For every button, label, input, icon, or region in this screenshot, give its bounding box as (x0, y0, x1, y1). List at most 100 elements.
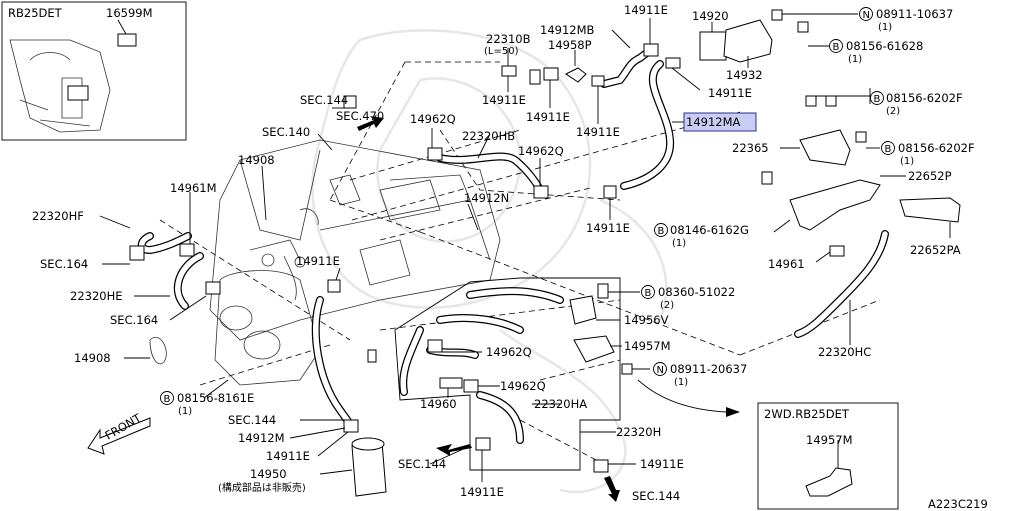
clamp-14961m (179, 243, 195, 257)
label-sec144-b: SEC.144 (228, 413, 276, 427)
b-marker-6-letter: B (164, 394, 171, 405)
label-08156-6202f-a: 08156-6202F (886, 91, 963, 105)
label-14957m: 14957M (624, 339, 671, 353)
label-08911-20637: 08911-20637 (670, 362, 747, 376)
n-marker-1-letter: N (863, 10, 870, 21)
clamp-14911e-9 (475, 437, 491, 451)
inset-bracket-14957m (805, 467, 853, 497)
label-08156-6202f-b-qty: (1) (900, 156, 914, 167)
label-08911-10637-qty: (1) (878, 22, 892, 33)
label-14956v: 14956V (624, 313, 669, 327)
bolt-1 (805, 95, 817, 107)
label-14908-a: 14908 (238, 153, 275, 167)
label-14958p: 14958P (548, 38, 592, 52)
clamp-14911e-8 (343, 419, 359, 433)
label-14932: 14932 (726, 68, 763, 82)
label-14911e-top: 14911E (624, 3, 668, 17)
label-14911e-g: 14911E (266, 449, 310, 463)
label-22320he: 22320HE (70, 289, 123, 303)
part-sec144 (343, 95, 357, 109)
b-marker-2-letter: B (874, 94, 881, 105)
clamp-14911e-2 (543, 67, 559, 81)
label-16599m: 16599M (106, 6, 153, 20)
label-14911e-f: 14911E (296, 254, 340, 268)
arrow-sec144-d (604, 476, 620, 502)
arrow-front (87, 417, 151, 455)
bolt-3 (855, 131, 867, 143)
label-22320hf: 22320HF (32, 209, 84, 223)
label-22320hb: 22320HB (462, 129, 515, 143)
n-marker-2 (653, 362, 667, 376)
arrow-sec470 (357, 116, 384, 131)
label-14911e-d: 14911E (708, 86, 752, 100)
pipe-22310b (529, 69, 541, 85)
label-08156-61628-qty: (1) (848, 54, 862, 65)
fitting-sec164 (205, 281, 221, 295)
label-14911e-e: 14911E (586, 221, 630, 235)
part-labels: 22310B (L=50) 14912MB 14958P 14911E 1492… (32, 3, 988, 511)
label-sec144-c: SEC.144 (398, 457, 446, 471)
clamp-14962q-1 (427, 147, 443, 161)
arrow-to-inset (637, 379, 727, 413)
label-08156-8161e: 08156-8161E (177, 391, 254, 405)
b-marker-5 (641, 285, 655, 299)
label-14911e-a: 14911E (482, 93, 526, 107)
label-22320hc: 22320HC (818, 345, 871, 359)
bracket-14932 (723, 19, 773, 63)
markers: N B B B B B N B (160, 7, 895, 405)
bracket-14960 (439, 377, 463, 389)
label-14912m: 14912M (238, 431, 285, 445)
bracket-22652pa (899, 197, 961, 223)
b-marker-5-letter: B (645, 288, 652, 299)
label-sec144-a: SEC.144 (300, 93, 348, 107)
clamp-14911e-6 (603, 185, 617, 199)
label-08911-10637: 08911-10637 (876, 7, 953, 21)
label-14962q-b: 14962Q (518, 144, 564, 158)
label-sec144-d: SEC.144 (632, 489, 680, 503)
label-14912mb: 14912MB (540, 23, 595, 37)
label-14962q-d: 14962Q (500, 379, 546, 393)
clamp-14962q-4 (463, 379, 479, 393)
hoses (137, 48, 889, 444)
clamp-14911e-3 (591, 75, 605, 87)
inset-2wd: 2WD.RB25DET 14957M (757, 402, 899, 510)
highlight-14912ma-box (683, 112, 757, 132)
label-22652p: 22652P (908, 169, 952, 183)
clamp-14911e-10 (593, 459, 609, 473)
nut-08911-20637 (621, 363, 633, 375)
bolt-08146 (761, 171, 773, 185)
clamp-14962q-3 (427, 339, 443, 353)
nut-1 (771, 9, 783, 21)
label-08360-51022-qty: (2) (660, 300, 674, 311)
label-22310b: 22310B (486, 32, 531, 46)
label-08156-61628: 08156-61628 (846, 39, 923, 53)
label-08156-8161e-qty: (1) (178, 406, 192, 417)
label-14962q-c: 14962Q (486, 345, 532, 359)
bracket-22320h (394, 277, 621, 471)
label-22310b-length: (L=50) (484, 46, 519, 57)
label-22652pa: 22652PA (910, 243, 961, 257)
inset-label-rb25det: RB25DET (8, 6, 63, 20)
label-08156-6202f-a-qty: (2) (886, 106, 900, 117)
clamp-14911e-1 (501, 65, 517, 77)
n-marker-2-letter: N (657, 365, 664, 376)
b-marker-1 (829, 39, 843, 53)
b-marker-3 (881, 141, 895, 155)
engine-block (209, 139, 501, 386)
valve-14958p (565, 67, 587, 83)
label-14911e-h: 14911E (640, 457, 684, 471)
label-08911-20637-qty: (1) (674, 377, 688, 388)
connector-sec164 (129, 245, 145, 261)
leader-lines (99, 13, 951, 482)
b-marker-3-letter: B (885, 144, 892, 155)
clamp-14962q-2 (533, 185, 549, 199)
label-14961m: 14961M (170, 181, 217, 195)
label-14911e-b: 14911E (526, 110, 570, 124)
b-marker-4 (654, 223, 668, 237)
label-22365: 22365 (732, 141, 769, 155)
label-14920: 14920 (692, 9, 729, 23)
clamp-14961 (829, 245, 845, 257)
label-sec164-a: SEC.164 (40, 257, 88, 271)
label-14911e-c: 14911E (576, 125, 620, 139)
